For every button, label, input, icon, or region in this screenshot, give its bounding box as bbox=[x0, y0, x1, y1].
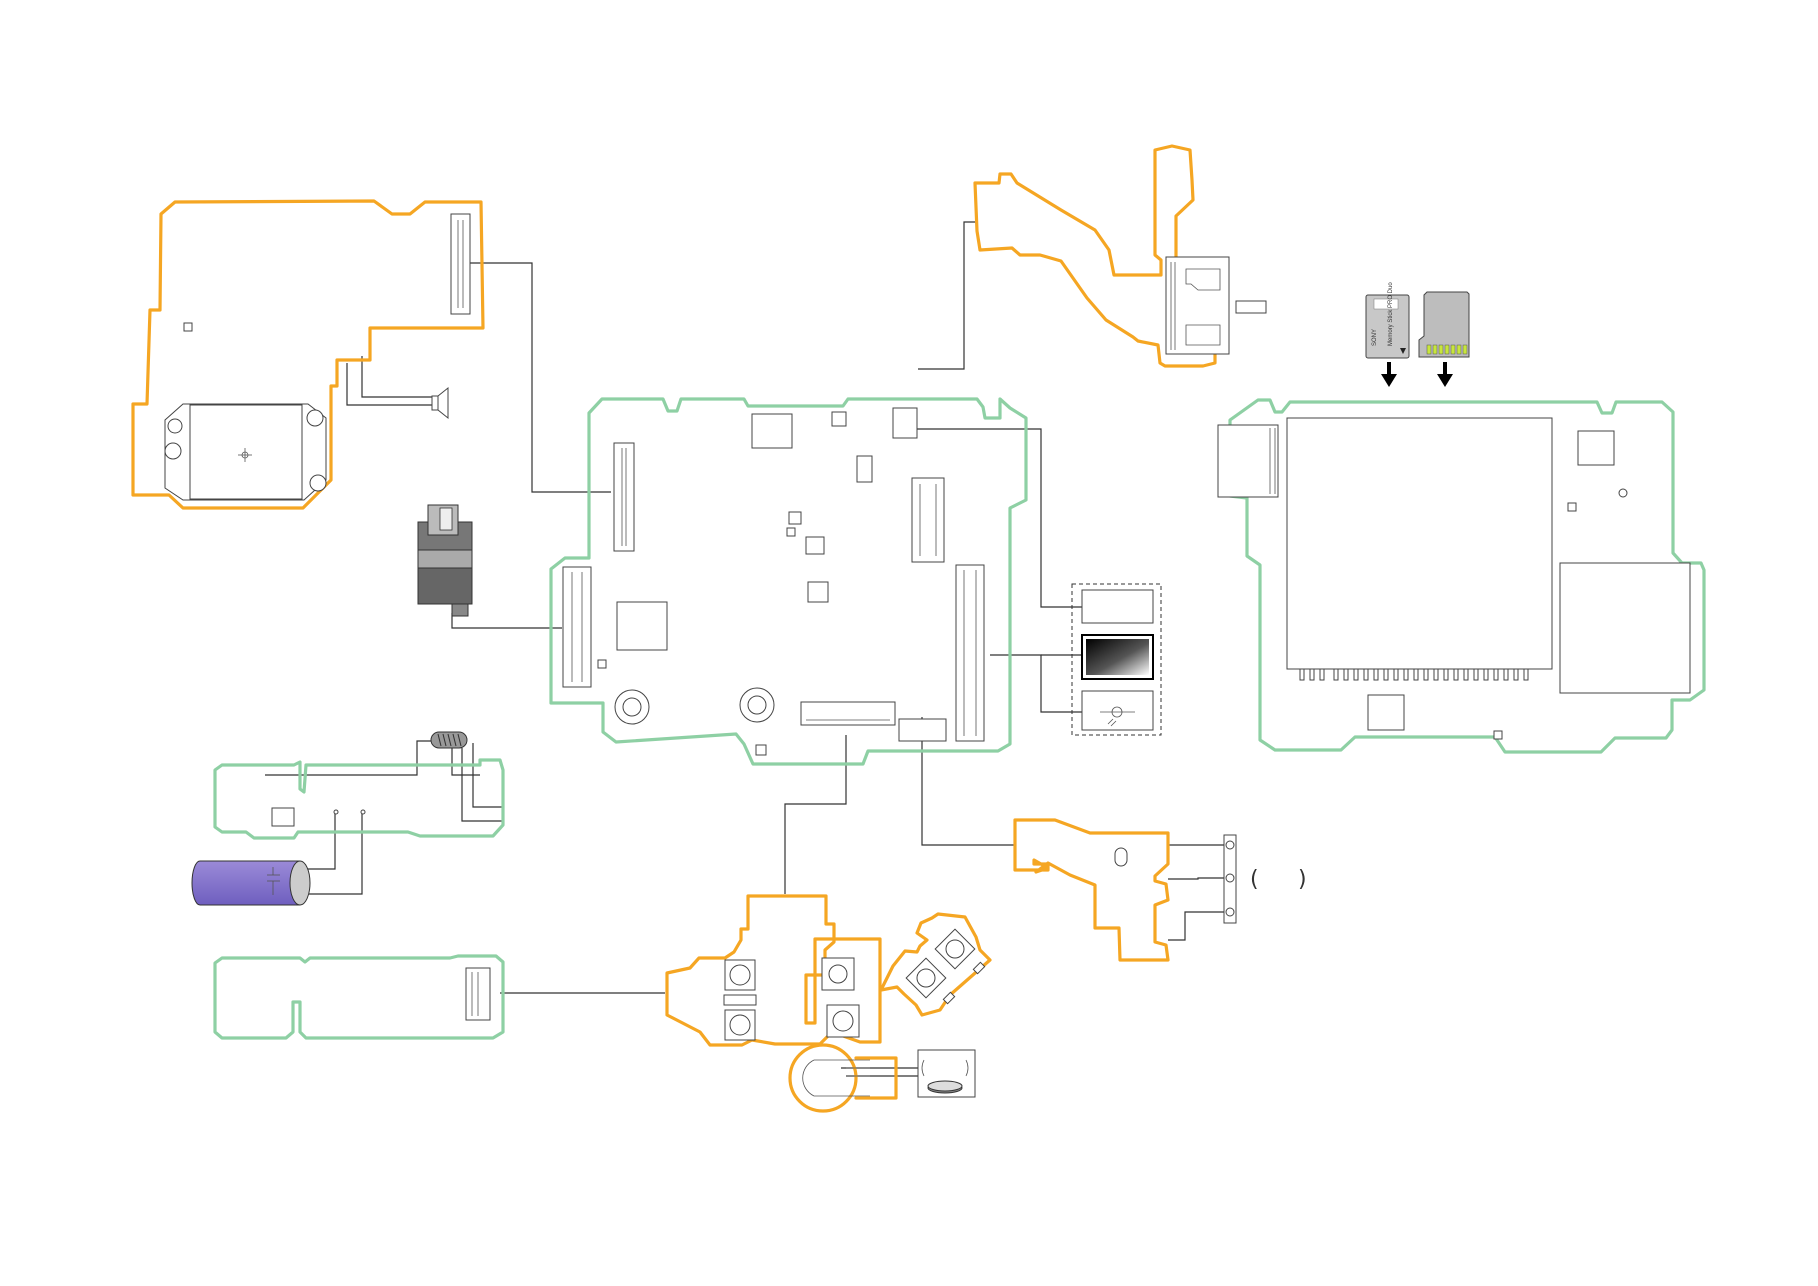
backlight-board bbox=[1081, 690, 1154, 731]
lcd-panel bbox=[1086, 639, 1149, 675]
arrow-down-icon bbox=[1381, 362, 1397, 387]
tact-switch bbox=[724, 1009, 756, 1041]
mount-hole bbox=[306, 409, 324, 427]
main-board-transistor bbox=[831, 411, 847, 427]
backlight-led-icon bbox=[1100, 706, 1135, 727]
power-board-via bbox=[333, 809, 339, 815]
arrow-down-icon bbox=[1437, 362, 1453, 387]
main-board-chip-small bbox=[805, 536, 825, 555]
hdmi-flex-board bbox=[973, 144, 1267, 368]
sd-card-icon bbox=[1418, 291, 1470, 358]
switch-tab bbox=[942, 991, 956, 1005]
main-board-connector-right bbox=[955, 564, 985, 742]
power-board-via bbox=[360, 809, 366, 815]
connector-pins bbox=[1269, 428, 1276, 494]
av-jack-paren-open: ( bbox=[1250, 867, 1259, 892]
connector-pins bbox=[471, 972, 479, 1016]
ms-card-brand: SONY bbox=[1372, 329, 1378, 346]
tact-switch bbox=[724, 959, 756, 991]
av-jack-terminal bbox=[1225, 840, 1235, 850]
av-jack-paren-close: ) bbox=[1298, 867, 1307, 892]
main-board-component bbox=[856, 455, 873, 483]
center-mark-icon bbox=[238, 448, 252, 462]
switch-spacer bbox=[723, 994, 757, 1006]
lens-flex-board bbox=[131, 199, 485, 510]
speaker-icon bbox=[431, 386, 449, 420]
main-board-chip-top bbox=[751, 413, 793, 449]
main-board-chip-large bbox=[616, 601, 668, 651]
main-board-connector-left-top bbox=[613, 442, 635, 552]
mount-hole bbox=[167, 418, 183, 434]
card-slot-pins bbox=[1299, 668, 1529, 681]
main-board-connector-bottom-small bbox=[898, 718, 947, 742]
power-board-chip bbox=[271, 807, 295, 827]
main-board-connector-left-bottom bbox=[562, 566, 592, 688]
card-board-chip bbox=[1577, 430, 1615, 466]
main-board-component bbox=[786, 527, 796, 537]
ms-card-name: Memory Stick PRO Duo bbox=[1388, 282, 1394, 346]
hdmi-connector bbox=[1165, 256, 1230, 355]
battery-icon bbox=[191, 860, 311, 906]
card-board-chip-large bbox=[1559, 562, 1691, 694]
interface-board bbox=[213, 954, 505, 1040]
lcd-driver-board bbox=[1081, 589, 1154, 624]
switch-tab bbox=[972, 961, 986, 975]
av-jack-terminal bbox=[1225, 873, 1235, 883]
mount-hole bbox=[164, 442, 182, 460]
connector-pins bbox=[571, 448, 977, 736]
mount-hole bbox=[739, 687, 775, 723]
card-slot bbox=[1286, 417, 1553, 670]
power-board bbox=[213, 758, 505, 840]
card-slot-side-connector bbox=[1217, 424, 1279, 498]
main-board-top-connector bbox=[892, 407, 918, 439]
coin-battery-holder bbox=[788, 1043, 858, 1113]
mount-hole bbox=[309, 474, 327, 492]
button-flex-board bbox=[665, 894, 992, 1113]
main-board-connector-top-right bbox=[911, 477, 945, 563]
connector-pins bbox=[1170, 262, 1176, 350]
hdmi-label-box bbox=[1235, 300, 1267, 314]
av-flex-slot bbox=[1114, 847, 1128, 867]
main-board-chip-center bbox=[807, 581, 829, 603]
main-board-component bbox=[755, 744, 767, 756]
tact-switch bbox=[905, 957, 947, 999]
card-board-chip-small bbox=[1367, 694, 1405, 731]
memory-stick-card-icon: SONY Memory Stick PRO Duo bbox=[1365, 282, 1410, 359]
hdmi-port-icon bbox=[1185, 324, 1221, 346]
card-board-via bbox=[1618, 488, 1628, 498]
main-board-component bbox=[597, 659, 607, 669]
connector-pins bbox=[457, 220, 464, 308]
microphone-icon bbox=[430, 731, 468, 749]
av-flex-board: ( ) bbox=[1013, 818, 1307, 962]
lens-flex-connector bbox=[450, 213, 471, 315]
coin-battery-icon bbox=[921, 1059, 969, 1094]
tact-switch bbox=[821, 957, 855, 991]
lcd-group bbox=[1071, 583, 1162, 736]
tact-switch bbox=[934, 928, 976, 970]
card-slot-board bbox=[1217, 398, 1706, 754]
av-jack-terminal bbox=[1225, 907, 1235, 917]
main-board-connector-bottom bbox=[800, 701, 896, 726]
wires bbox=[265, 221, 1228, 1077]
main-board bbox=[549, 397, 1028, 766]
tact-switch bbox=[826, 1004, 860, 1038]
card-board-component bbox=[1567, 502, 1577, 512]
card-board-component bbox=[1493, 730, 1503, 740]
small-component bbox=[183, 322, 193, 332]
mount-hole bbox=[614, 689, 650, 725]
hdmi-port-icon bbox=[1185, 268, 1221, 291]
main-board-component bbox=[788, 511, 802, 525]
dc-jack-block bbox=[417, 504, 473, 617]
